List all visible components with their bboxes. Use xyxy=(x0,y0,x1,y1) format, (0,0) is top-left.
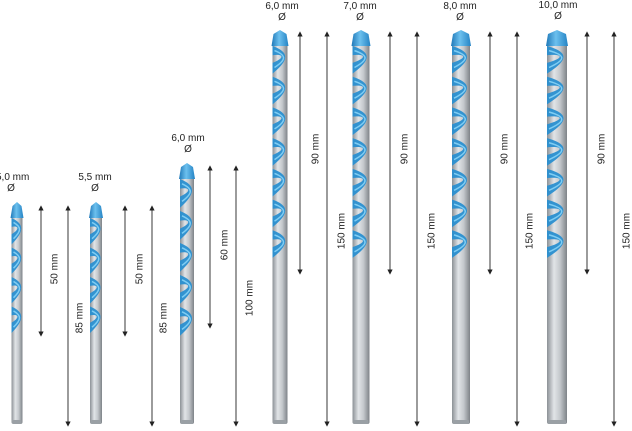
drill-bit-flute-highlight-2-4 xyxy=(91,310,100,328)
drill-bit-flute-highlight-4-6 xyxy=(274,203,285,222)
drill-bit-end-5 xyxy=(353,420,369,424)
drill-bit-flute-highlight-7-6 xyxy=(548,203,563,222)
length-label-7b: 150 mm xyxy=(621,212,632,250)
drill-bit-flute-highlight-6-3 xyxy=(453,111,466,130)
drill-bit-flute-highlight-3-5 xyxy=(181,311,191,331)
drill-bit-flute-highlight-2-3 xyxy=(91,280,100,299)
drill-bit-flute-highlight-6-6 xyxy=(453,203,466,222)
drill-bit-tip-5 xyxy=(351,30,371,46)
drill-bit-flute-highlight-5-1 xyxy=(354,49,366,69)
drill-bit-flute-highlight-1-3 xyxy=(12,280,21,299)
length-label-4a: 90 mm xyxy=(310,133,322,165)
drill-bit-flute-highlight-1-2 xyxy=(12,251,21,269)
drill-bit-flute-highlight-3-4 xyxy=(181,279,191,299)
drill-bit-flute-highlight-5-4 xyxy=(354,142,366,161)
drill-bit-flute-highlight-5-2 xyxy=(354,80,366,99)
drill-bit-flute-highlight-4-4 xyxy=(274,142,285,161)
drill-bit-flute-highlight-2-1 xyxy=(91,221,100,240)
length-label-7a: 90 mm xyxy=(596,133,608,165)
drill-bit-flute-highlight-6-1 xyxy=(453,49,466,69)
drill-bit-end-3 xyxy=(181,420,193,424)
drill-bit-flute-highlight-1-4 xyxy=(12,310,21,328)
drill-bit-flute-highlight-7-4 xyxy=(548,142,563,161)
drill-bit-flute-highlight-4-1 xyxy=(274,49,285,69)
drill-bit-tip-3 xyxy=(179,163,195,179)
length-label-1b: 85 mm xyxy=(74,302,86,334)
length-label-5a: 90 mm xyxy=(399,133,411,165)
drill-bit-flute-highlight-5-3 xyxy=(354,111,366,130)
length-label-6b: 150 mm xyxy=(524,212,536,250)
length-label-5b: 150 mm xyxy=(426,212,438,250)
length-label-6a: 90 mm xyxy=(499,133,511,165)
drill-bit-flute-highlight-6-7 xyxy=(453,234,466,253)
drill-bit-flute-highlight-2-2 xyxy=(91,251,100,269)
length-label-3a: 60 mm xyxy=(219,229,231,261)
drill-bit-tip-2 xyxy=(89,202,103,218)
drill-bit-flute-highlight-5-7 xyxy=(354,234,366,253)
drill-bit-flute-highlight-6-5 xyxy=(453,172,466,192)
drill-bit-tip-1 xyxy=(10,202,24,218)
drill-bit-flute-highlight-7-3 xyxy=(548,111,563,130)
drill-bit-flute-highlight-7-5 xyxy=(548,172,563,192)
drill-bit-flute-highlight-3-1 xyxy=(181,183,191,203)
drill-bit-end-4 xyxy=(273,420,287,424)
drill-bit-tip-6 xyxy=(451,30,471,46)
drill-bit-flute-highlight-4-3 xyxy=(274,111,285,130)
drill-bit-flute-highlight-5-5 xyxy=(354,172,366,192)
drill-bit-end-2 xyxy=(91,420,101,424)
drill-bit-flute-highlight-7-1 xyxy=(548,49,563,69)
drill-bit-flute-highlight-4-2 xyxy=(274,80,285,99)
length-label-2b: 85 mm xyxy=(158,302,170,334)
drill-bit-flute-highlight-4-5 xyxy=(274,172,285,191)
drill-bit-flute-highlight-1-1 xyxy=(12,221,21,240)
diameter-label-1: 5,0 mmØ xyxy=(0,172,30,194)
drill-bit-flute-highlight-5-6 xyxy=(354,203,366,222)
drill-bit-tip-4 xyxy=(271,30,289,46)
drill-bit-end-7 xyxy=(548,420,566,424)
drill-bit-flute-highlight-6-2 xyxy=(453,80,466,99)
length-label-4b: 150 mm xyxy=(336,212,348,250)
length-label-3b: 100 mm xyxy=(244,279,256,317)
drill-bit-tip-7 xyxy=(546,30,568,46)
drill-bit-shank-3 xyxy=(180,177,194,424)
drill-bit-end-1 xyxy=(12,420,22,424)
length-label-2a: 50 mm xyxy=(134,253,146,285)
drill-bit-flute-highlight-3-2 xyxy=(181,215,191,235)
drill-bit-flute-highlight-4-7 xyxy=(274,234,285,253)
drill-bit-flute-highlight-7-2 xyxy=(548,80,563,99)
length-label-1a: 50 mm xyxy=(49,253,61,285)
drill-bit-flute-highlight-7-7 xyxy=(548,234,563,253)
drill-bit-flute-highlight-6-4 xyxy=(453,142,466,161)
drill-bit-end-6 xyxy=(453,420,469,424)
drill-bit-flute-highlight-3-3 xyxy=(181,247,191,267)
